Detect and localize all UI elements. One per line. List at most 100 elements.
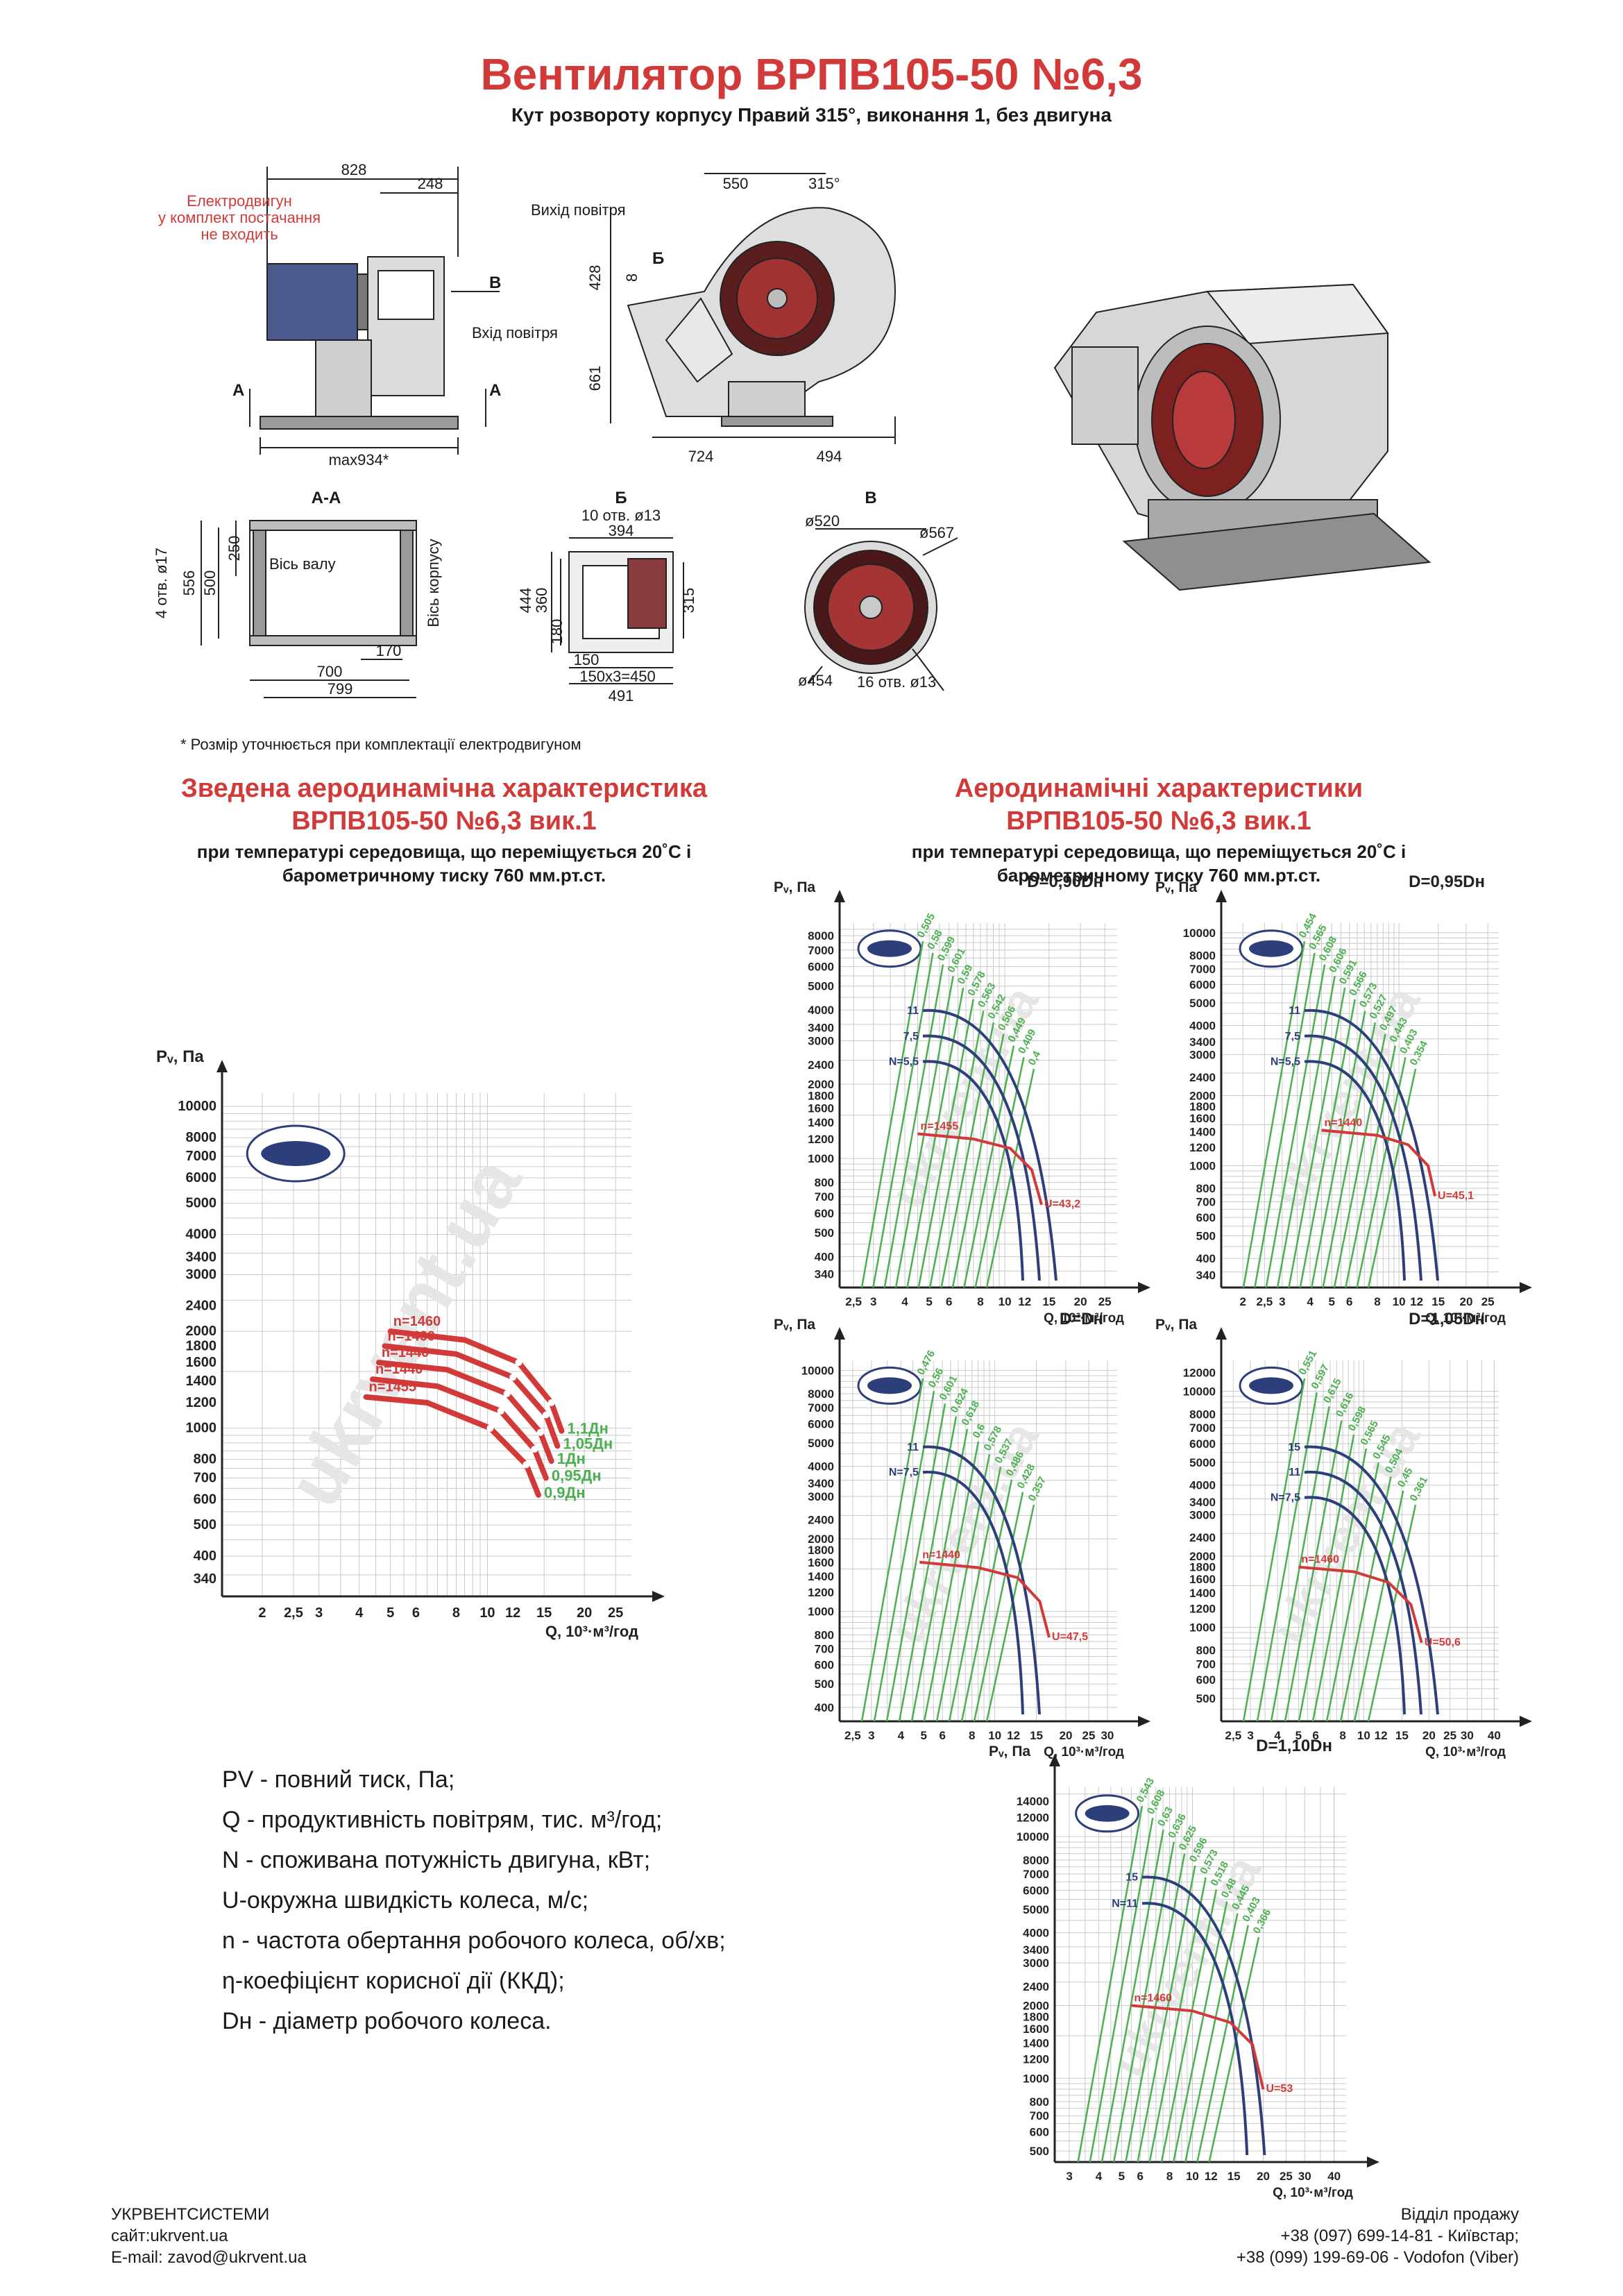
y-tick-label: 2400 <box>1189 1071 1216 1084</box>
y-tick-label: 1200 <box>1189 1603 1216 1616</box>
efficiency-label: 0,578 <box>965 970 988 998</box>
y-tick-label: 3400 <box>1023 1943 1049 1957</box>
efficiency-label: 0,48 <box>1219 1877 1239 1900</box>
y-tick-label: 5000 <box>1189 1456 1216 1469</box>
efficiency-label: 0,354 <box>1408 1038 1431 1067</box>
efficiency-label: 0,505 <box>915 911 938 940</box>
legend-eta: η-коефіцієнт корисної дії (ККД); <box>222 1968 565 1994</box>
y-tick-label: 1600 <box>808 1102 834 1115</box>
dim-428: 428 <box>586 265 604 291</box>
y-axis-arrow <box>1049 1754 1060 1766</box>
y-tick-label: 2000 <box>1189 1089 1216 1102</box>
y-tick-label: 1800 <box>1189 1100 1216 1113</box>
y-tick-label: 12000 <box>1183 1366 1216 1379</box>
y-tick-label: 800 <box>1196 1182 1216 1195</box>
company-site[interactable]: сайт:ukrvent.ua <box>111 2227 228 2245</box>
series-speed-label: n=1460 <box>387 1328 434 1344</box>
y-tick-label: 1000 <box>808 1152 834 1165</box>
x-tick-label: 3 <box>868 1729 874 1742</box>
isometric-view-drawing <box>1053 283 1431 591</box>
efficiency-line <box>1345 1045 1397 1288</box>
dim-454: ø454 <box>798 672 833 689</box>
x-tick-label: 2,5 <box>1225 1729 1242 1742</box>
efficiency-line <box>1270 1406 1330 1722</box>
efficiency-label: 0,563 <box>976 981 999 1009</box>
efficiency-line <box>1298 1434 1355 1722</box>
y-tick-label: 2400 <box>808 1058 834 1072</box>
y-tick-label: 7000 <box>1189 1421 1216 1435</box>
y-tick-label: 1600 <box>808 1556 834 1569</box>
legend-dn: Dн - діаметр робочого колеса. <box>222 2008 552 2034</box>
y-tick-label: 800 <box>815 1176 834 1190</box>
efficiency-line <box>974 1057 1025 1288</box>
x-tick-label: 4 <box>1307 1295 1314 1308</box>
x-tick-label: 3 <box>1247 1729 1253 1742</box>
efficiency-label: 0,4 <box>1026 1049 1044 1067</box>
chart-title: D=1,10Dн <box>1256 1737 1332 1755</box>
x-tick-label: 25 <box>608 1605 623 1621</box>
x-tick-label: 15 <box>1042 1295 1055 1308</box>
y-tick-label: 2400 <box>808 1514 834 1527</box>
efficiency-label: 0,504 <box>1383 1446 1406 1476</box>
y-tick-label: 1000 <box>1023 2072 1049 2085</box>
dim-661: 661 <box>586 366 604 391</box>
series-curve <box>363 1394 541 1498</box>
power-curve <box>922 1445 1041 1715</box>
x-tick-label: 10 <box>479 1605 495 1621</box>
section-aa-title: A-A <box>312 489 341 507</box>
notation-legend: PV - повний тиск, Па; Q - продуктивність… <box>222 1759 726 2041</box>
x-tick-label: 15 <box>536 1605 552 1621</box>
company-email[interactable]: E-mail: zavod@ukrvent.ua <box>111 2248 307 2267</box>
y-tick-label: 1000 <box>1189 1621 1216 1635</box>
series-speed-label: n=1440 <box>382 1345 429 1360</box>
x-tick-label: 25 <box>1098 1295 1112 1308</box>
y-tick-label: 6000 <box>1023 1884 1049 1897</box>
efficiency-label: 0,476 <box>915 1349 938 1377</box>
label-outlet: Вихід повітря <box>531 201 626 219</box>
efficiency-label: 0,551 <box>1297 1349 1320 1377</box>
efficiency-line <box>1333 1033 1386 1288</box>
efficiency-label: 0,361 <box>1408 1475 1431 1503</box>
x-tick-label: 2,5 <box>1257 1295 1273 1308</box>
page-title: Вентилятор ВРПВ105-50 №6,3 <box>480 49 1143 99</box>
y-tick-label: 5000 <box>808 980 834 993</box>
power-curve <box>922 1008 1057 1281</box>
x-tick-label: 20 <box>1074 1295 1087 1308</box>
x-tick-label: 10 <box>1393 1295 1406 1308</box>
efficiency-line <box>1299 999 1356 1288</box>
series-speed-label: n=1440 <box>375 1362 423 1377</box>
x-tick-label: 6 <box>1346 1295 1352 1308</box>
y-tick-label: 10000 <box>1183 1385 1216 1398</box>
dim-150: 150 <box>574 651 600 668</box>
y-tick-label: 700 <box>194 1470 216 1485</box>
x-tick-label: 25 <box>1481 1295 1495 1308</box>
motor-note-2: у комплект постачання <box>158 209 321 226</box>
efficiency-line <box>1256 1392 1318 1722</box>
x-tick-label: 12 <box>1018 1295 1031 1308</box>
efficiency-label: 0,59 <box>955 963 976 986</box>
x-tick-label: 4 <box>901 1295 908 1308</box>
y-axis-arrow <box>1216 1327 1227 1340</box>
y-tick-label: 1800 <box>1023 2010 1049 2023</box>
power-curve <box>1141 1902 1249 2156</box>
label-b-cyr: Б <box>652 249 664 268</box>
dim-394: 394 <box>609 522 634 539</box>
series-curve <box>369 1376 549 1481</box>
phone-vodafone[interactable]: +38 (099) 199-69-06 - Vodofon (Viber) <box>1236 2248 1519 2267</box>
y-tick-label: 3000 <box>808 1035 834 1048</box>
chart-grid <box>1055 1787 1346 2162</box>
power-label: 11 <box>907 1005 919 1017</box>
watermark-text: ukrvent.ua <box>1101 1846 1271 2086</box>
phone-kyivstar[interactable]: +38 (097) 699-14-81 - Київстар; <box>1280 2227 1519 2245</box>
y-tick-label: 1600 <box>186 1355 217 1370</box>
x-tick-label: 5 <box>926 1295 932 1308</box>
shaft-axis: Вісь валу <box>269 555 336 573</box>
y-tick-label: 700 <box>815 1642 834 1655</box>
dim-315: 315 <box>680 588 697 614</box>
power-label: 11 <box>907 1442 919 1453</box>
y-tick-label: 3000 <box>808 1490 834 1503</box>
x-tick-label: 20 <box>1422 1729 1436 1742</box>
efficiency-label: 0,636 <box>1166 1812 1189 1840</box>
efficiency-line <box>917 999 974 1288</box>
x-tick-label: 4 <box>898 1729 905 1742</box>
